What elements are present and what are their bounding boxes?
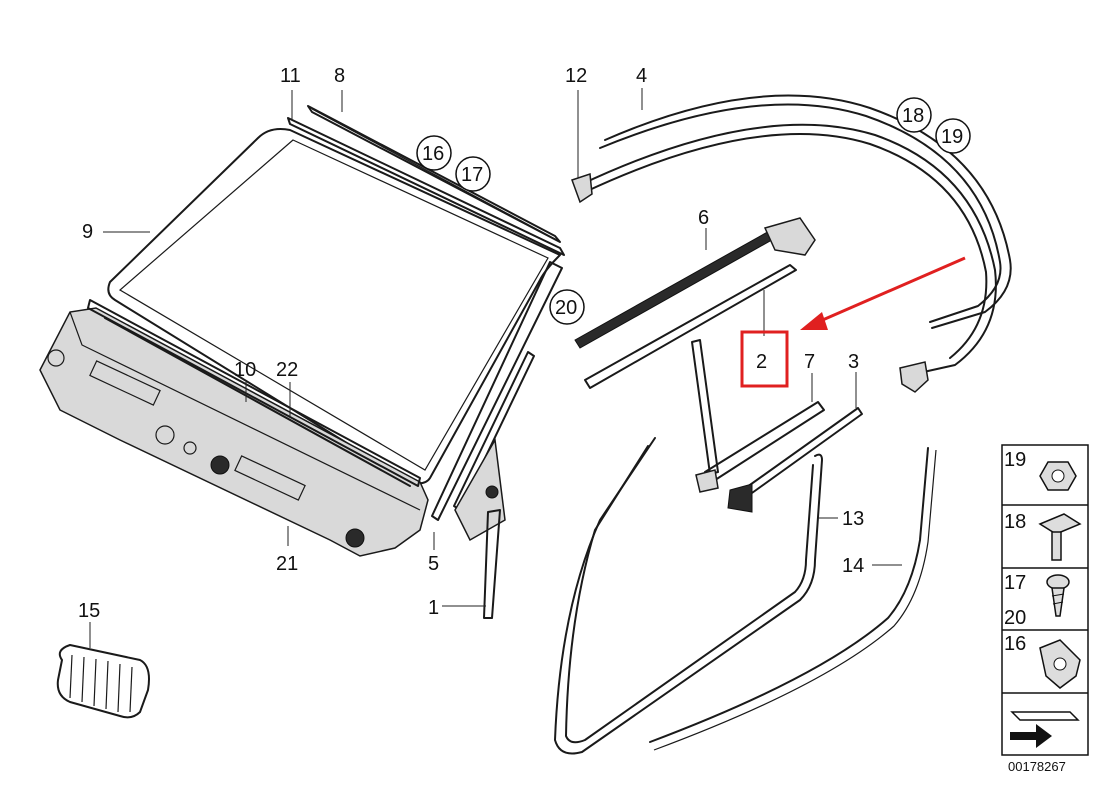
label-6: 6 <box>698 207 709 229</box>
label-7: 7 <box>804 351 815 373</box>
label-15: 15 <box>78 600 100 622</box>
label-12: 12 <box>565 65 587 87</box>
diagram-number: 00178267 <box>1008 759 1066 774</box>
label-9: 9 <box>82 221 93 243</box>
clip-nut-icon <box>1039 639 1081 689</box>
label-13: 13 <box>842 508 864 530</box>
label-22: 22 <box>276 359 298 381</box>
roof-seal-strips <box>287 105 565 256</box>
cowl-panel <box>39 307 429 557</box>
leader-lines <box>89 88 902 648</box>
circled-labels: 16 17 18 19 20 <box>416 97 971 325</box>
red-arrow-shaft <box>817 256 966 324</box>
fastener-legend: 19 18 17 20 16 00178267 <box>1001 444 1089 774</box>
label-1: 1 <box>428 597 439 619</box>
label-14: 14 <box>842 555 864 577</box>
legend-16: 16 <box>1004 633 1026 655</box>
label-19: 19 <box>941 126 963 148</box>
legend-20: 20 <box>1004 607 1026 629</box>
door-seal-front <box>554 437 823 755</box>
label-2: 2 <box>756 351 767 373</box>
label-20: 20 <box>555 297 577 319</box>
roof-frame-seal <box>571 94 1012 393</box>
label-11: 11 <box>280 65 301 87</box>
legend-17: 17 <box>1004 572 1026 594</box>
label-4: 4 <box>636 65 647 87</box>
label-10: 10 <box>234 359 256 381</box>
highlight-part-2: 2 <box>740 256 966 388</box>
highlight-box <box>740 330 789 388</box>
plastic-rivet-icon <box>1038 513 1082 561</box>
part-labels: 11 8 9 12 4 6 7 3 10 22 21 5 1 15 13 14 <box>78 65 864 622</box>
screw-icon <box>1046 574 1070 617</box>
arrow-direction-icon <box>1010 711 1080 748</box>
label-5: 5 <box>428 553 439 575</box>
kidney-grille <box>56 644 150 719</box>
red-arrow-icon <box>800 312 828 330</box>
hex-nut-icon <box>1039 461 1077 491</box>
label-18: 18 <box>902 105 924 127</box>
mirror-triangle <box>454 437 506 619</box>
legend-19: 19 <box>1004 449 1026 471</box>
legend-18: 18 <box>1004 511 1026 533</box>
label-16: 16 <box>422 143 444 165</box>
cowl-seal <box>87 299 421 487</box>
label-8: 8 <box>334 65 345 87</box>
b-pillar-strip <box>691 339 719 475</box>
window-channel-strips <box>574 217 816 389</box>
door-strips <box>695 401 863 513</box>
label-3: 3 <box>848 351 859 373</box>
door-seal-rear <box>649 447 937 751</box>
label-21: 21 <box>276 553 298 575</box>
label-17: 17 <box>461 164 483 186</box>
